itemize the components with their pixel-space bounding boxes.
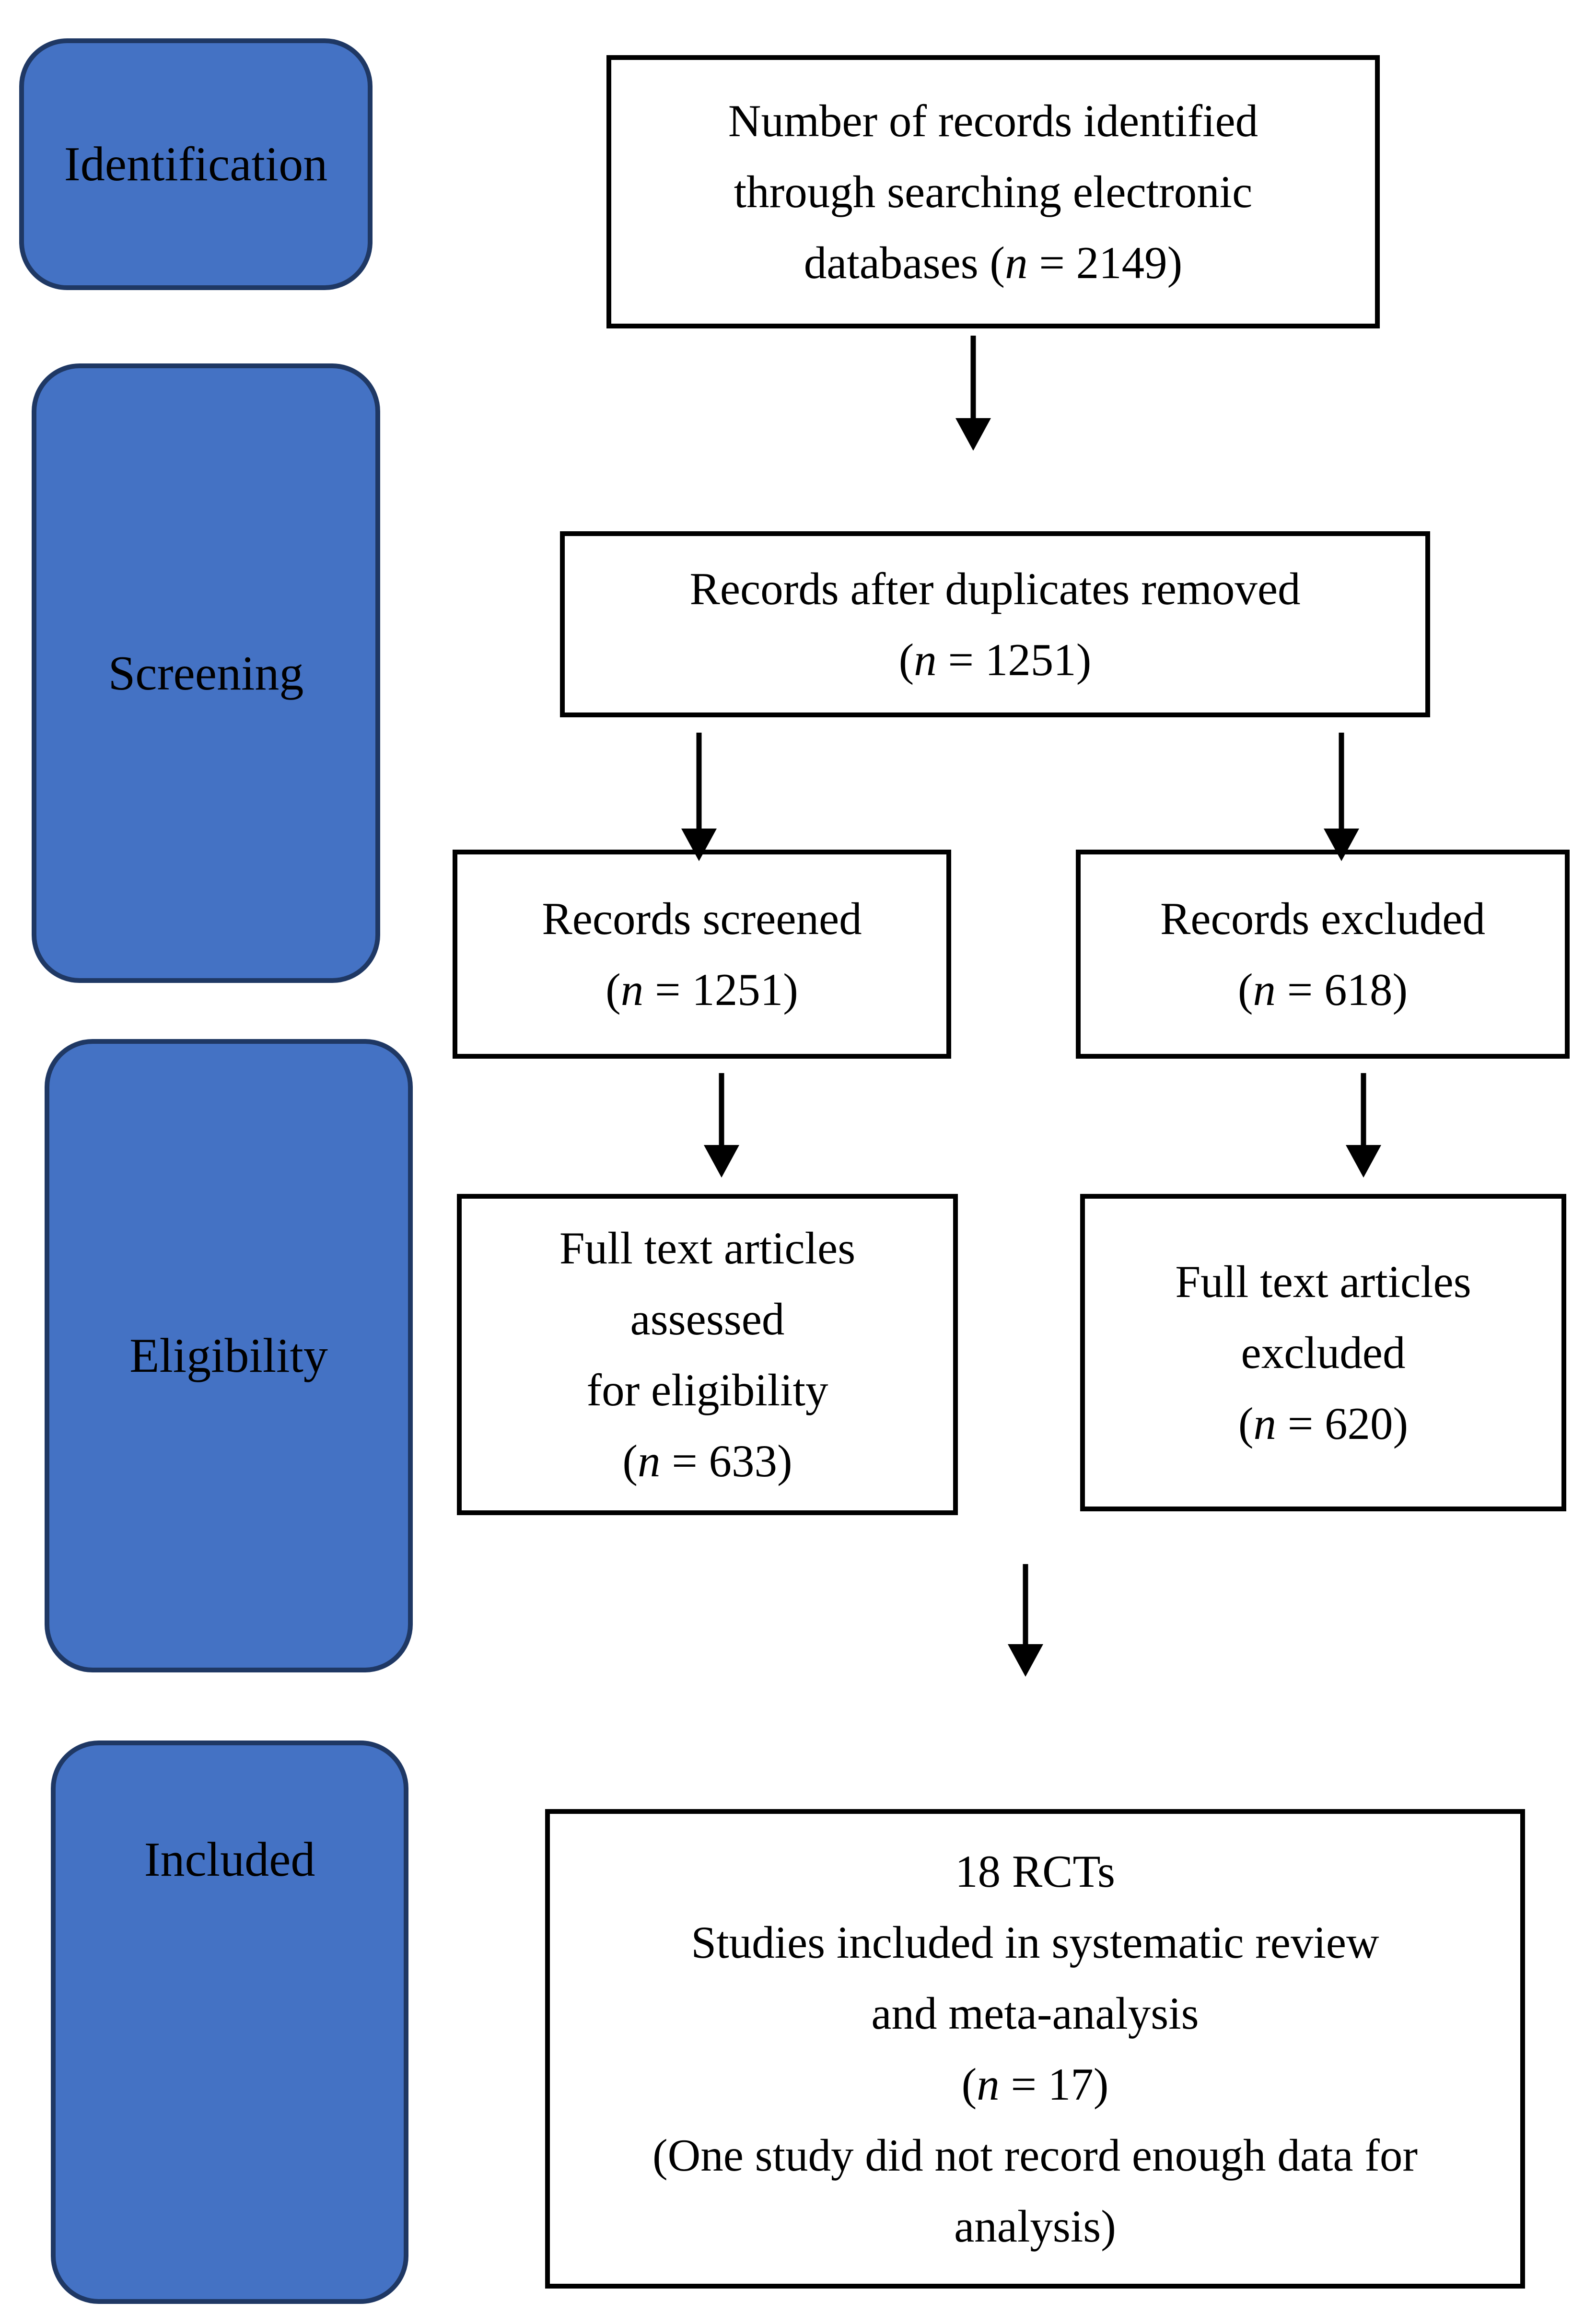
stage-identification: Identification [19,38,373,290]
box-text-line: Records excluded [1160,893,1485,944]
box-text-line: for eligibility [586,1365,828,1415]
box-text-line: (n = 1251) [898,634,1092,685]
flow-box-records-identified: Number of records identified through sear… [606,55,1380,328]
arrow-shaft [719,1073,724,1148]
flow-box-duplicates-removed: Records after duplicates removed (n = 125… [560,531,1430,717]
flow-box-fulltext-excluded: Full text articles excluded (n = 620) [1080,1194,1566,1511]
flow-box-records-screened: Records screened (n = 1251) [453,850,951,1059]
box-text-line: analysis) [954,2201,1116,2252]
down-arrow-icon [954,336,992,451]
stage-screening-label: Screening [108,646,304,701]
box-text-line: through searching electronic [734,166,1253,217]
arrow-shaft [696,733,702,831]
box-text-line: (n = 1251) [606,964,798,1015]
box-text-line: Records after duplicates removed [689,563,1301,614]
box-text-line: (n = 17) [961,2059,1109,2110]
box-text-line: assessed [630,1294,785,1344]
arrow-head [704,1145,739,1178]
down-arrow-icon [702,1073,741,1178]
box-text-line: and meta-analysis [871,1988,1199,2039]
flow-box-records-excluded: Records excluded (n = 618) [1076,850,1570,1059]
down-arrow-icon [1006,1564,1045,1677]
box-text-line: (n = 633) [622,1436,792,1486]
down-arrow-icon [1344,1073,1383,1178]
arrow-shaft [1361,1073,1366,1148]
box-text-line: Number of records identified [728,95,1258,146]
stage-included-label: Included [144,1833,315,1887]
arrow-head [1346,1145,1381,1178]
stage-identification-label: Identification [64,137,328,191]
arrow-head [1324,829,1359,861]
down-arrow-icon [1322,733,1361,861]
arrow-head [681,829,717,861]
stage-included: Included [51,1741,408,2304]
box-text-line: (n = 620) [1238,1398,1409,1449]
arrow-head [955,418,991,451]
arrow-shaft [970,336,976,421]
box-text-line: (One study did not record enough data fo… [652,2130,1418,2181]
box-text-line: Studies included in systematic review [691,1917,1379,1968]
box-text-line: (n = 618) [1237,964,1408,1015]
stage-eligibility-label: Eligibility [129,1329,328,1383]
box-text-line: Records screened [542,893,862,944]
flow-box-fulltext-assessed: Full text articles assessed for eligibilit… [457,1194,958,1515]
stage-eligibility: Eligibility [45,1039,413,1672]
box-text-line: databases (n = 2149) [804,237,1183,288]
box-text-line: 18 RCTs [955,1846,1115,1897]
box-text-line: excluded [1241,1327,1406,1378]
arrow-head [1008,1644,1043,1677]
arrow-shaft [1023,1564,1028,1647]
down-arrow-icon [680,733,718,861]
stage-screening: Screening [32,363,380,983]
box-text-line: Full text articles [1175,1256,1471,1307]
arrow-shaft [1339,733,1344,831]
box-text-line: Full text articles [559,1223,856,1273]
